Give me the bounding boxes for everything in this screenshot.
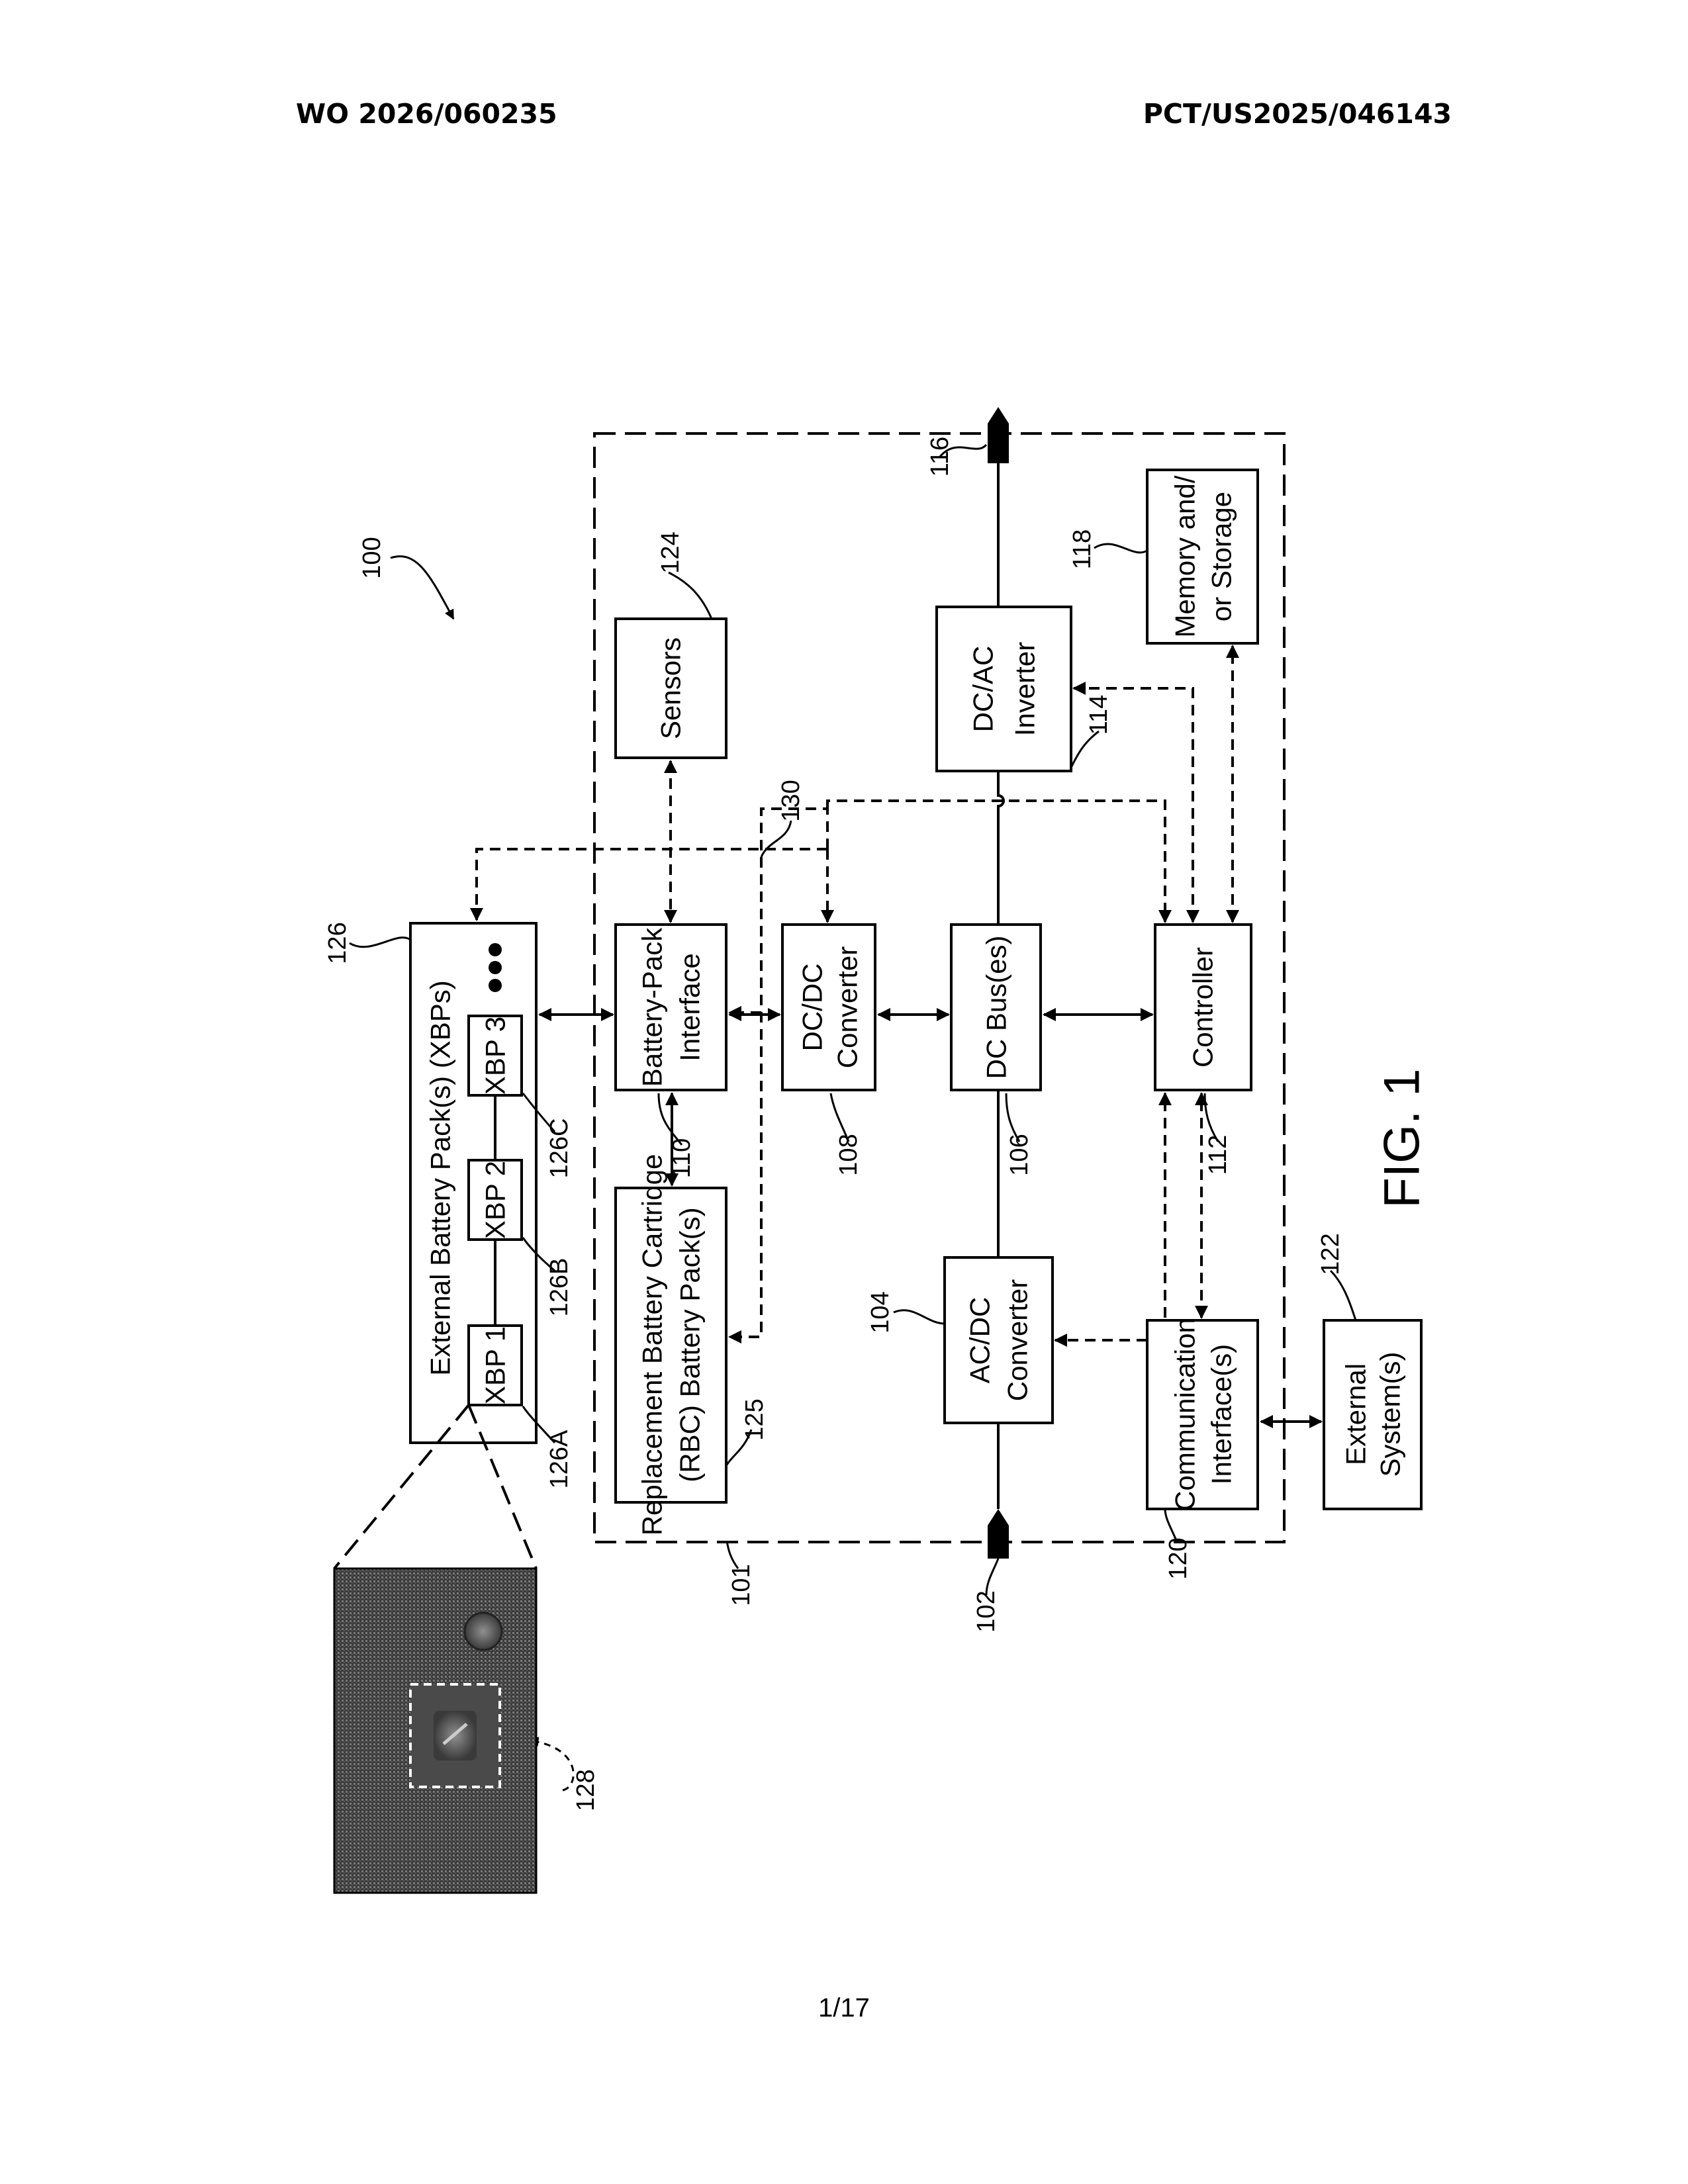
- signal-to-xbp: [477, 849, 827, 920]
- dcac-label-1: DC/AC: [968, 646, 999, 733]
- output-terminal-116: [988, 407, 1009, 463]
- dcac-inverter-block: [937, 607, 1071, 771]
- dcac-label-2: Inverter: [1009, 642, 1041, 736]
- leader-124: [669, 572, 712, 619]
- battery-pack-photo: [334, 1569, 536, 1893]
- comm-label-1: Communication: [1170, 1318, 1201, 1511]
- ref-122: 122: [1317, 1233, 1344, 1275]
- ref-128: 128: [572, 1769, 600, 1811]
- battery-pack-interface-block: [616, 925, 726, 1090]
- dcdc-label-1: DC/DC: [797, 964, 828, 1052]
- comm-label-2: Interface(s): [1206, 1344, 1237, 1484]
- xbp-group-label: External Battery Pack(s) (XBPs): [425, 980, 456, 1376]
- sensors-label: Sensors: [655, 637, 686, 739]
- leader-126: [350, 938, 410, 947]
- acdc-converter-block: [945, 1257, 1053, 1423]
- ref-130: 130: [777, 780, 805, 821]
- leader-112: [1205, 1093, 1218, 1142]
- ellipsis-dot-1: [489, 943, 502, 956]
- ref-114: 114: [1085, 695, 1113, 735]
- acdc-label-1: AC/DC: [964, 1297, 996, 1384]
- ref-118: 118: [1068, 529, 1096, 570]
- ref-116: 116: [926, 437, 954, 477]
- communication-interface-block: [1147, 1320, 1258, 1509]
- zoom-line-1: [334, 1405, 469, 1569]
- ref-126: 126: [324, 922, 352, 964]
- ref-125: 125: [741, 1398, 769, 1440]
- memory-label-2: or Storage: [1206, 492, 1237, 621]
- ref-102: 102: [972, 1590, 1000, 1632]
- ref-126a: 126A: [545, 1430, 573, 1488]
- ellipsis-dot-2: [489, 961, 502, 974]
- memory-block: [1147, 470, 1258, 643]
- input-terminal-102: [988, 1509, 1009, 1559]
- power-line-bus-inverter: [998, 771, 1004, 925]
- xbp3-label: XBP 3: [480, 1017, 511, 1095]
- ref-112: 112: [1204, 1135, 1232, 1175]
- rbc-label-1: Replacement Battery Cartridge: [637, 1154, 668, 1536]
- bpi-label-2: Interface: [675, 953, 706, 1061]
- page-number: 1/17: [0, 1993, 1688, 2023]
- signal-controller-dcdc: [827, 801, 1165, 922]
- dcdc-label-2: Converter: [832, 946, 863, 1068]
- leader-130: [761, 821, 791, 857]
- leader-122: [1331, 1271, 1356, 1320]
- ref-101: 101: [727, 1564, 755, 1606]
- leader-110: [659, 1093, 682, 1145]
- leader-114: [1071, 731, 1099, 768]
- ref-124: 124: [657, 531, 684, 573]
- ref-106: 106: [1006, 1134, 1033, 1175]
- figure-caption: FIG. 1: [1374, 1068, 1430, 1208]
- signal-130-path: [729, 809, 827, 1337]
- controller-label: Controller: [1188, 947, 1219, 1068]
- rbc-block: [616, 1188, 726, 1502]
- external-sys-label-2: System(s): [1375, 1352, 1406, 1477]
- leader-100: [391, 557, 453, 619]
- memory-label-1: Memory and/: [1170, 475, 1201, 637]
- leader-102: [986, 1559, 998, 1595]
- external-sys-label-1: External: [1340, 1363, 1372, 1465]
- ref-104: 104: [867, 1291, 894, 1333]
- ref-108: 108: [835, 1134, 863, 1175]
- ref-126c: 126C: [545, 1118, 573, 1179]
- ref-100: 100: [358, 537, 386, 578]
- external-systems-block: [1324, 1320, 1421, 1509]
- ref-126b: 126B: [545, 1258, 573, 1317]
- xbp2-label: XBP 2: [480, 1161, 511, 1239]
- leader-120: [1165, 1509, 1177, 1542]
- xbp1-label: XBP 1: [480, 1326, 511, 1404]
- ref-120: 120: [1164, 1537, 1192, 1579]
- ref-110: 110: [668, 1138, 696, 1179]
- zoom-line-2: [469, 1405, 536, 1569]
- acdc-label-2: Converter: [1002, 1279, 1033, 1401]
- rbc-label-2: (RBC) Battery Pack(s): [675, 1207, 706, 1482]
- leader-104: [894, 1310, 945, 1324]
- leader-118: [1094, 544, 1147, 553]
- ellipsis-dot-3: [489, 979, 502, 992]
- dc-bus-label: DC Bus(es): [981, 935, 1012, 1079]
- bpi-label-1: Battery-Pack: [637, 927, 668, 1087]
